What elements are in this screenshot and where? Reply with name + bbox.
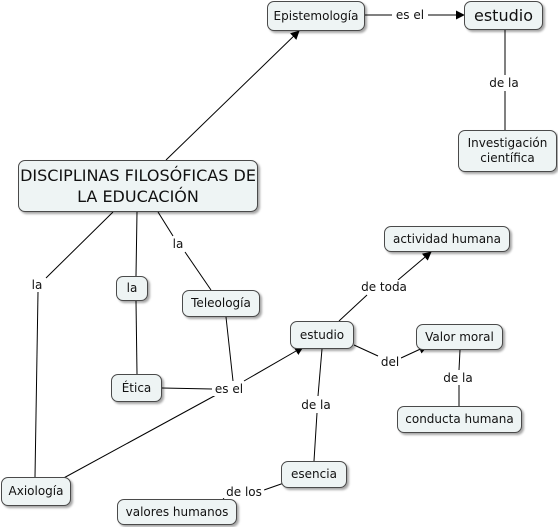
edge-estudio-de-toda xyxy=(338,294,368,322)
edge-etica-es-el xyxy=(161,387,213,390)
node-conducta-text: conducta humana xyxy=(405,412,514,426)
node-actividad-humana[interactable]: actividad humana xyxy=(384,226,510,252)
node-esencia-text: esencia xyxy=(291,467,337,481)
node-estudio-mid[interactable]: estudio xyxy=(290,321,354,349)
node-estudio-mid-text: estudio xyxy=(299,327,345,342)
link-label-la-left: la xyxy=(29,278,45,292)
node-esencia[interactable]: esencia xyxy=(281,461,347,488)
edge-esencia-de-los xyxy=(263,482,285,491)
node-etica[interactable]: Ética xyxy=(111,374,162,402)
node-valores-text: valores humanos xyxy=(125,504,229,519)
node-la-text: la xyxy=(126,281,138,295)
node-estudio-top[interactable]: estudio xyxy=(464,1,543,30)
node-estudio-top-text: estudio xyxy=(474,5,533,25)
node-epistemologia[interactable]: Epistemología xyxy=(267,1,365,31)
node-teleologia[interactable]: Teleología xyxy=(182,290,260,317)
edge-main-la-tele xyxy=(157,211,174,237)
edge-main-la-node xyxy=(135,211,138,277)
node-valor-moral-text: Valor moral xyxy=(425,329,494,344)
edge-teleologia-es-el xyxy=(225,316,234,382)
node-disciplinas-filosoficas-text: DISCIPLINAS FILOSÓFICAS DE LA EDUCACIÓN xyxy=(20,166,256,206)
node-axiologia[interactable]: Axiología xyxy=(1,477,71,506)
edge-estudio-del xyxy=(353,344,379,357)
edge-main-la-left xyxy=(45,211,114,279)
node-disciplinas-filosoficas[interactable]: DISCIPLINAS FILOSÓFICAS DE LA EDUCACIÓN xyxy=(18,160,258,212)
link-label-de-la-valor: de la xyxy=(441,371,475,385)
link-label-de-la-top: de la xyxy=(487,76,521,90)
node-epistemologia-text: Epistemología xyxy=(273,8,359,23)
edge-estudio-de-la-esencia xyxy=(317,348,323,397)
node-la[interactable]: la xyxy=(116,276,148,301)
edge-la-node-etica xyxy=(135,300,138,375)
edge-axiologia-es-el xyxy=(59,394,217,481)
edge-de-toda-actividad xyxy=(397,251,432,281)
node-valor-moral[interactable]: Valor moral xyxy=(416,324,503,350)
link-label-es-el-top: es el xyxy=(393,8,427,22)
node-etica-text: Ética xyxy=(121,380,152,395)
link-label-de-la-esencia: de la xyxy=(299,398,333,412)
node-actividad-text: actividad humana xyxy=(392,231,502,246)
edge-la-left-axiologia xyxy=(34,291,39,478)
node-investigacion-text: Investigación científica xyxy=(467,136,548,165)
link-label-es-el-mid: es el xyxy=(212,382,246,396)
edge-valor-de-la xyxy=(458,349,461,371)
link-label-de-los: de los xyxy=(224,485,264,499)
link-label-del: del xyxy=(378,355,402,369)
edge-es-el-estudio-mid xyxy=(243,346,304,382)
edge-la-tele-teleologia xyxy=(184,251,212,291)
node-conducta-humana[interactable]: conducta humana xyxy=(397,406,522,433)
node-investigacion-cientifica[interactable]: Investigación científica xyxy=(458,130,557,172)
node-teleologia-text: Teleología xyxy=(191,296,251,310)
node-valores-humanos[interactable]: valores humanos xyxy=(117,499,237,525)
link-label-la-tele: la xyxy=(170,237,186,251)
node-axiologia-text: Axiología xyxy=(8,484,64,498)
edge-main-epistemologia xyxy=(165,30,300,161)
edge-de-la-esencia xyxy=(313,412,318,462)
link-label-de-toda: de toda xyxy=(359,280,409,294)
